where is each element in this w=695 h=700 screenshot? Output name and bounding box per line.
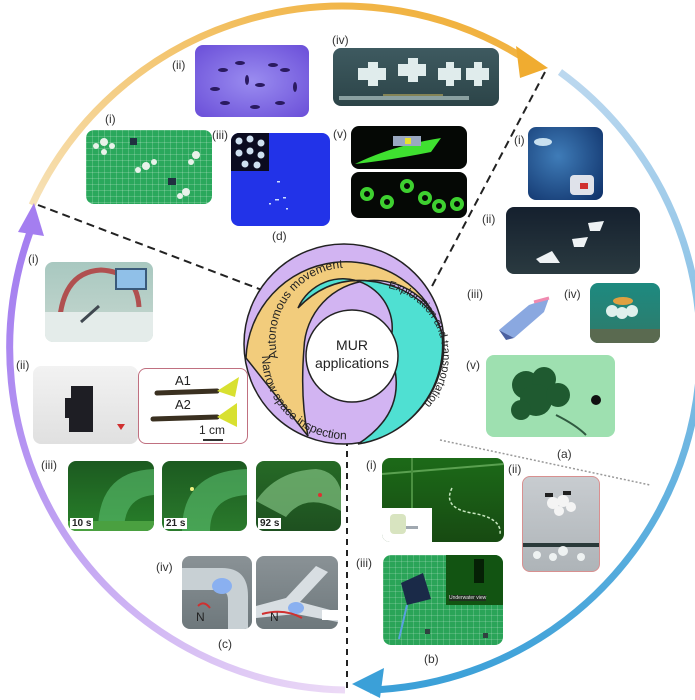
image-elbow-pipe-robot: N [182, 556, 252, 629]
subpanel-label: (i) [28, 252, 39, 266]
image-pipe-92s: 92 s [256, 461, 341, 531]
arrowhead-purple [18, 203, 44, 236]
magnet-label-n: N [270, 610, 279, 624]
section-label-c: (c) [218, 637, 232, 651]
center-title-line2: applications [315, 355, 389, 371]
section-label-d: (d) [272, 229, 287, 243]
subpanel-label: (iii) [212, 128, 228, 142]
image-device-black-bracket [33, 366, 138, 444]
magnet-label-n: N [196, 610, 205, 624]
subpanel-label: (i) [366, 458, 377, 472]
timestamp: 21 s [164, 518, 188, 529]
inset-microrobot-array [231, 133, 269, 171]
image-coil-setup-lab [45, 262, 153, 342]
image-microrobots-blue [231, 133, 330, 226]
image-specimens-a1-a2: A1 A2 1 cm [138, 368, 248, 444]
subpanel-label: (ii) [508, 462, 522, 476]
image-green-ring-trajectory [351, 172, 467, 218]
divider-upper-right [429, 71, 546, 291]
image-dark-robot-green-grid: Underwater view [383, 555, 503, 645]
image-robots-on-green-grid [86, 130, 212, 204]
arc-orange [28, 2, 532, 207]
timestamp: 92 s [258, 518, 282, 529]
image-jellyfish-robot [590, 283, 660, 343]
subpanel-label: (iii) [356, 556, 372, 570]
arc-purple [6, 230, 346, 694]
subpanel-label: (iii) [467, 287, 483, 301]
subpanel-label: (ii) [172, 58, 186, 72]
image-deep-sea-robot [528, 127, 603, 200]
divider-upper-left [37, 204, 263, 291]
inset-underwater-view: Underwater view [446, 555, 503, 605]
image-pipe-10s: 10 s [68, 461, 154, 531]
subpanel-label: (ii) [482, 212, 496, 226]
subpanel-label: (i) [514, 133, 525, 147]
center-hub [305, 309, 399, 403]
image-magnetic-swarm-purple [195, 45, 309, 117]
inset-device [382, 508, 432, 542]
image-seaweed-bottom [486, 355, 615, 437]
image-green-leaf-robot [351, 126, 467, 169]
subpanel-label: (iv) [564, 287, 581, 301]
image-origami-fish-robot [499, 296, 550, 340]
subpanel-label: (v) [333, 127, 347, 141]
timestamp: 10 s [70, 518, 94, 529]
subpanel-label: (iii) [41, 458, 57, 472]
underwater-view-caption: Underwater view [449, 595, 487, 601]
specimen-label-a1: A1 [175, 373, 191, 388]
arrowhead-orange [516, 46, 548, 78]
image-multiarm-robot-gray [522, 476, 600, 572]
subpanel-label: (v) [466, 358, 480, 372]
segment-autonomous [245, 261, 443, 437]
image-pipe-21s: 21 s [162, 461, 247, 531]
arrowhead-blue [352, 668, 384, 698]
scale-bar-label: 1 cm [199, 423, 226, 437]
image-branching-pipe-robot: N [256, 556, 338, 629]
section-label-b: (b) [424, 652, 439, 666]
image-manta-robots-night [506, 207, 640, 274]
specimen-label-a2: A2 [175, 397, 191, 412]
segment-exploration [297, 278, 444, 445]
subpanel-label: (iv) [332, 33, 349, 47]
image-green-tank-trajectory [382, 458, 504, 542]
subpanel-label: (ii) [16, 358, 30, 372]
scale-bar [203, 439, 223, 441]
arc-blue [369, 69, 695, 694]
section-label-a: (a) [557, 447, 572, 461]
image-crossshaped-robots-chain [333, 48, 499, 106]
subpanel-label: (i) [105, 112, 116, 126]
subpanel-label: (iv) [156, 560, 173, 574]
central-applications-diagram: Autonomous movement Exploration and tran… [243, 243, 452, 445]
center-title-line1: MUR [336, 337, 368, 353]
